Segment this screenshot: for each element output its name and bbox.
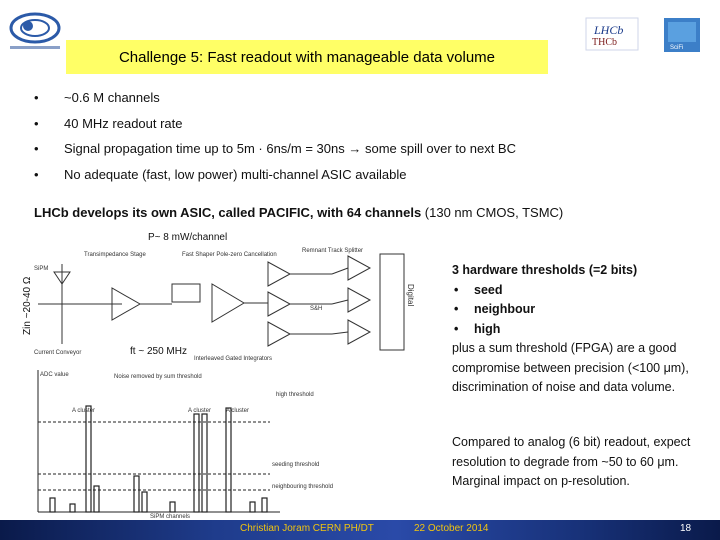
schem-label-sipm: SiPM <box>34 266 48 272</box>
schem-label-shaper: Fast Shaper Pole-zero Cancellation <box>182 252 277 258</box>
pacific-statement: LHCb develops its own ASIC, called PACIF… <box>34 205 563 220</box>
bullet-item: 40 MHz readout rate <box>34 116 674 142</box>
schem-label-spillover: Remnant Track Splitter <box>302 248 363 254</box>
footer-date: 22 October 2014 <box>414 523 489 534</box>
threshold-item: high <box>452 320 714 340</box>
scifi-logo: SciFi <box>664 18 700 52</box>
plot-y-label: ADC value <box>40 372 69 378</box>
slide-title: Challenge 5: Fast readout with manageabl… <box>118 48 496 66</box>
bullet-item: ~0.6 M channels <box>34 90 674 116</box>
plot-neighbouring-label: neighbouring threshold <box>272 484 333 490</box>
threshold-tail: plus a sum threshold (FPGA) are a good c… <box>452 341 689 394</box>
svg-text:SciFi: SciFi <box>670 45 683 51</box>
bullet-list: ~0.6 M channels 40 MHz readout rate Sign… <box>34 90 674 192</box>
schem-label-current: Current Conveyor <box>34 350 81 356</box>
pacific-statement-normal: (130 nm CMOS, TSMC) <box>421 205 564 220</box>
threshold-item: neighbour <box>452 300 714 320</box>
svg-text:THCb: THCb <box>592 37 617 48</box>
plot-noise-label: Noise removed by sum threshold <box>114 374 202 380</box>
plot-cluster-label: A cluster <box>226 408 249 414</box>
schem-label-sh: S&H <box>310 306 322 312</box>
page-number: 18 <box>680 523 692 534</box>
cern-logo <box>9 12 61 49</box>
power-label: P~ 8 mW/channel <box>148 232 228 243</box>
threshold-description: 3 hardware thresholds (=2 bits) seed nei… <box>452 261 714 398</box>
bullet-item: Signal propagation time up to 5m · 6ns/m… <box>34 141 674 167</box>
svg-text:LHCb: LHCb <box>593 23 623 37</box>
threshold-head: 3 hardware thresholds (=2 bits) <box>452 263 638 277</box>
ft-label: ft ~ 250 MHz <box>130 346 187 357</box>
plot-seeding-label: seeding threshold <box>272 462 319 468</box>
plot-cluster-label: A cluster <box>72 408 95 414</box>
pacific-schematic: Transimpedance Stage Fast Shaper Pole-ze… <box>32 244 440 364</box>
plot-cluster-label: A cluster <box>188 408 211 414</box>
bullet-item: No adequate (fast, low power) multi-chan… <box>34 167 674 193</box>
plot-x-label: SiPM channels <box>150 514 190 520</box>
plot-high-label: high threshold <box>276 392 314 398</box>
resolution-note: Compared to analog (6 bit) readout, expe… <box>452 435 691 488</box>
threshold-item: seed <box>452 281 714 301</box>
pacific-statement-bold: LHCb develops its own ASIC, called PACIF… <box>34 205 422 220</box>
schem-label-transimpedance: Transimpedance Stage <box>84 252 146 258</box>
slide-title-box: Challenge 5: Fast readout with manageabl… <box>66 40 548 74</box>
footer-bar: Christian Joram CERN PH/DT 22 October 20… <box>0 520 720 540</box>
lhcb-logo: LHCb THCb <box>585 17 639 51</box>
footer-author: Christian Joram CERN PH/DT <box>240 523 374 534</box>
schem-label-interleaved: Interleaved Gated Integrators <box>194 356 272 362</box>
schem-label-digital: Digital <box>406 284 415 306</box>
adc-threshold-plot: ADC value SiPM channels Noise removed by… <box>30 366 416 520</box>
